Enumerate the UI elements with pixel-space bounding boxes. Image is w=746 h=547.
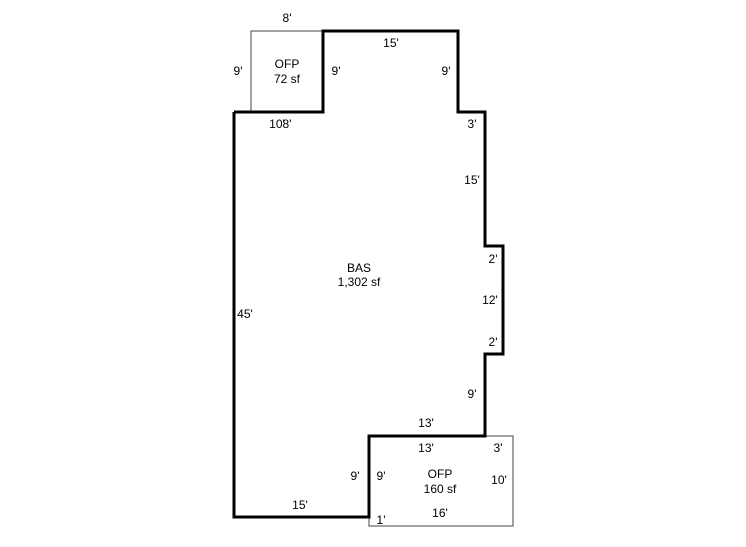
dim-ofp-bottom-left: 9' — [377, 469, 386, 483]
ofp-bottom-name: OFP — [428, 467, 453, 481]
dim-bas-right-15: 15' — [464, 173, 480, 187]
dim-bas-notch-horizontal: 13' — [418, 416, 434, 430]
dim-ofp-top-left: 9' — [234, 64, 243, 78]
dim-bas-top-left: 10' — [269, 117, 285, 131]
dim-bas-top: 15' — [383, 36, 399, 50]
bas-area: 1,302 sf — [338, 275, 381, 289]
dim-bas-bump-top: 2' — [489, 252, 498, 266]
dim-bas-lower-right-vertical: 9' — [468, 387, 477, 401]
ofp-top-area: 72 sf — [274, 72, 301, 86]
dim-bas-bottom: 15' — [292, 498, 308, 512]
ofp-top-name: OFP — [275, 57, 300, 71]
dim-bas-top-left-overlap: 8' — [283, 117, 292, 131]
dim-bas-step-top: 3' — [468, 117, 477, 131]
ofp-bottom-area: 160 sf — [424, 482, 457, 496]
dim-ofp-bottom-right: 10' — [491, 473, 507, 487]
bas-name: BAS — [347, 261, 371, 275]
dim-ofp-top-width: 8' — [283, 11, 292, 25]
bas-outline — [232, 29, 505, 519]
dim-bas-bump-bottom: 2' — [489, 335, 498, 349]
dim-ofp-top-right: 9' — [332, 64, 341, 78]
dim-bas-left: 45' — [237, 307, 253, 321]
dim-bas-bump-side: 12' — [482, 293, 498, 307]
dim-bas-notch-vertical: 9' — [351, 469, 360, 483]
dim-ofp-bottom-bottom: 16' — [432, 506, 448, 520]
dim-ofp-bottom-top: 13' — [418, 441, 434, 455]
dim-ofp-bottom-top-right: 3' — [494, 441, 503, 455]
dim-ofp-bottom-corner: 1' — [377, 513, 386, 527]
dim-bas-upper-right-vertical: 9' — [442, 64, 451, 78]
